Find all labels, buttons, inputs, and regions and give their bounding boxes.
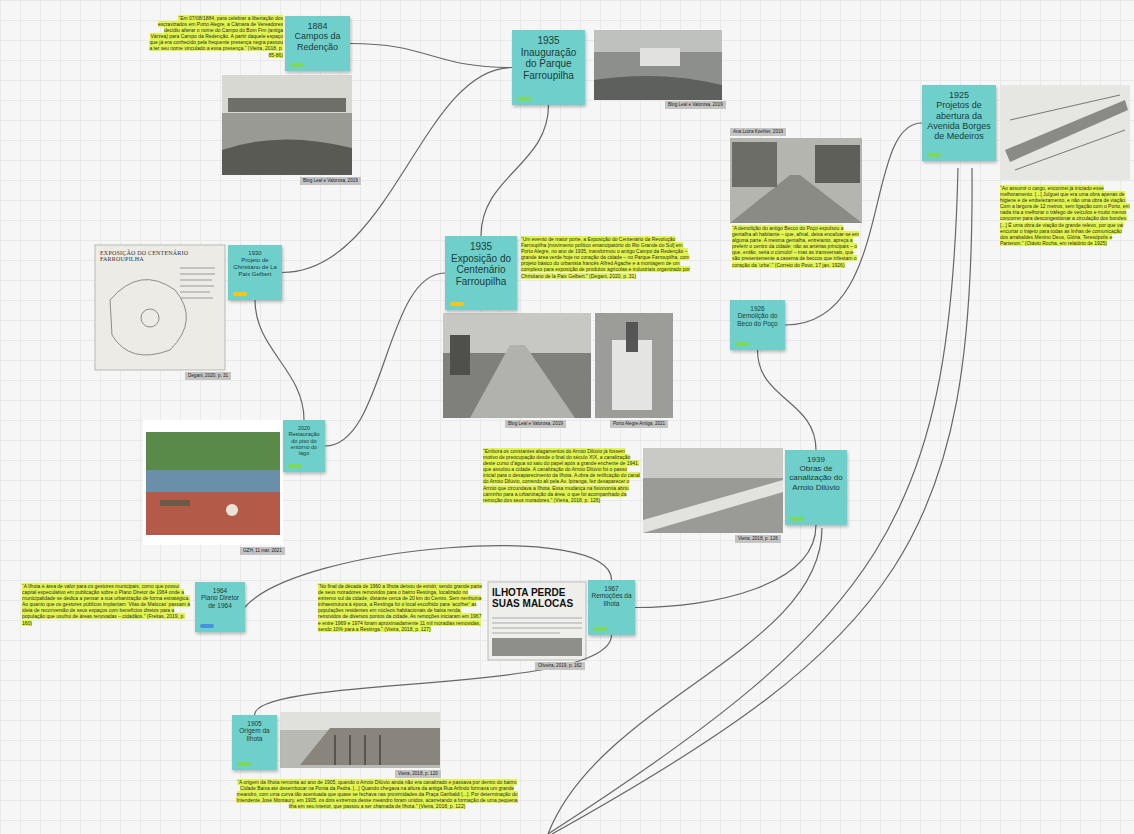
- note-tag: [517, 97, 531, 101]
- connector-curve: [785, 123, 922, 325]
- quote-block: “No final da década de 1960 a Ilhota dei…: [318, 583, 484, 632]
- quote-text: “Em 07/08/1884, para celebrar a libertaç…: [149, 15, 283, 58]
- connector-curve: [350, 44, 512, 68]
- plan-title: EXPOSIÇÃO DO CENTENÁRIO FARROUPILHA: [100, 250, 220, 262]
- photo: [594, 30, 722, 100]
- image-credit: Oliveira, 2019, p. 162: [535, 662, 585, 670]
- connector-curve: [325, 273, 445, 446]
- sticky-note: 1925Projetos de abertura da Avenida Borg…: [922, 85, 996, 161]
- image-credit: Ana Luiza Koehler, 2019: [730, 128, 786, 136]
- year-text: 1905: [235, 720, 274, 727]
- sticky-note: 1935Inauguração do Parque Farroupilha: [512, 30, 585, 105]
- quote-block: “A origem da Ilhota remonta ao ano de 19…: [232, 779, 522, 809]
- connector-curve: [255, 300, 304, 420]
- sticky-note: 2020Restauração do piso do entorno do la…: [283, 420, 325, 472]
- event-title: Projeto de Christiano de La Paix Gelbert: [231, 257, 279, 278]
- event-title: Remoções da Ilhota: [591, 592, 632, 607]
- event-title: Exposição do Centenário Farroupilha: [448, 253, 514, 288]
- connector-curve: [635, 525, 816, 608]
- sticky-note: 1926Demolição do Beco do Poço: [730, 300, 785, 350]
- year-text: 2020: [286, 425, 322, 431]
- note-tag: [450, 302, 464, 306]
- newspaper-clip: [488, 582, 586, 660]
- year-text: 1939: [788, 455, 844, 464]
- quote-block: “Embora os constantes alagamentos do Arr…: [483, 448, 640, 503]
- photo: [595, 313, 673, 418]
- event-title: Campos da Redenção: [288, 31, 347, 52]
- connector-curve: [758, 350, 817, 450]
- event-title: Demolição do Beco do Poço: [733, 312, 782, 327]
- quote-text: “Ao assumir o cargo, encontrei já inicia…: [1000, 185, 1130, 246]
- note-tag: [927, 153, 941, 157]
- image-credit: Blog Leal e Valorosa, 2019: [300, 177, 361, 185]
- quote-text: “A demolição do antigo Becco do Poço exp…: [732, 225, 859, 268]
- photo: [443, 313, 591, 418]
- quote-text: “Um evento de maior porte, a Exposição d…: [521, 236, 690, 279]
- note-tag: [735, 342, 749, 346]
- quote-text: “Embora os constantes alagamentos do Arr…: [483, 448, 640, 503]
- sticky-note: 1935Exposição do Centenário Farroupilha: [445, 236, 517, 310]
- note-tag: [237, 762, 251, 766]
- year-text: 1964: [198, 587, 242, 594]
- note-tag: [290, 63, 304, 67]
- photo: [143, 420, 283, 545]
- connector-line: [548, 528, 822, 834]
- note-tag: [790, 517, 804, 521]
- photo: [730, 138, 862, 223]
- quote-text: “A Ilhota é área de valor para os gestor…: [22, 583, 190, 626]
- note-tag: [233, 292, 247, 296]
- year-text: 1884: [288, 21, 347, 31]
- image-credit: Vieira, 2018, p. 120: [395, 770, 441, 778]
- note-tag: [288, 464, 302, 468]
- photo: [222, 75, 352, 175]
- quote-block: “Ao assumir o cargo, encontrei já inicia…: [1000, 185, 1130, 246]
- plan-drawing: [95, 245, 225, 370]
- year-text: 1935: [448, 241, 514, 253]
- sticky-note: 1905Origem da Ilhota: [232, 715, 277, 770]
- year-text: 1935: [515, 35, 582, 47]
- note-tag: [200, 624, 214, 628]
- sticky-note: 1964Plano Diretor de 1964: [195, 582, 245, 632]
- sticky-note: 1884Campos da Redenção: [285, 16, 350, 71]
- event-title: Inauguração do Parque Farroupilha: [515, 47, 582, 82]
- image-credit: Degani, 2020, p. 31: [185, 372, 231, 380]
- quote-text: “No final da década de 1960 a Ilhota dei…: [318, 583, 482, 632]
- sticky-note: 1930Projeto de Christiano de La Paix Gel…: [228, 245, 282, 300]
- connector-curve: [255, 635, 612, 715]
- year-text: 1930: [231, 250, 279, 257]
- quote-block: “Um evento de maior porte, a Exposição d…: [521, 236, 691, 279]
- event-title: Origem da Ilhota: [235, 727, 274, 742]
- connector-curve: [481, 105, 549, 236]
- quote-block: “A Ilhota é área de valor para os gestor…: [22, 583, 192, 626]
- event-title: Projetos de abertura da Avenida Borges d…: [925, 100, 993, 141]
- image-credit: Porto Alegre Antiga, 2021: [610, 420, 668, 428]
- photo: [280, 712, 440, 768]
- photo: [1000, 85, 1130, 180]
- photo: [643, 448, 783, 533]
- image-credit: GZH, 11 mar. 2021: [240, 547, 285, 555]
- quote-block: “Em 07/08/1884, para celebrar a libertaç…: [148, 15, 283, 58]
- year-text: 1926: [733, 305, 782, 312]
- quote-text: “A origem da Ilhota remonta ao ano de 19…: [236, 779, 517, 809]
- image-credit: Blog Leal e Valorosa, 2019: [665, 101, 726, 109]
- quote-block: “A demolição do antigo Becco do Poço exp…: [732, 225, 862, 268]
- newspaper-headline: ILHOTA PERDE SUAS MALOCAS: [492, 587, 582, 609]
- sticky-note: 1939Obras de canalização do Arroio Dilúv…: [785, 450, 847, 525]
- year-text: 1967: [591, 585, 632, 592]
- note-tag: [593, 627, 607, 631]
- event-title: Plano Diretor de 1964: [198, 594, 242, 609]
- image-credit: Blog Leal e Valorosa, 2019: [505, 420, 566, 428]
- event-title: Restauração do piso do entorno do lago: [286, 431, 322, 456]
- sticky-note: 1967Remoções da Ilhota: [588, 580, 635, 635]
- event-title: Obras de canalização do Arroio Dilúvio: [788, 464, 844, 492]
- image-credit: Vieira, 2018, p. 126: [735, 535, 781, 543]
- year-text: 1925: [925, 90, 993, 100]
